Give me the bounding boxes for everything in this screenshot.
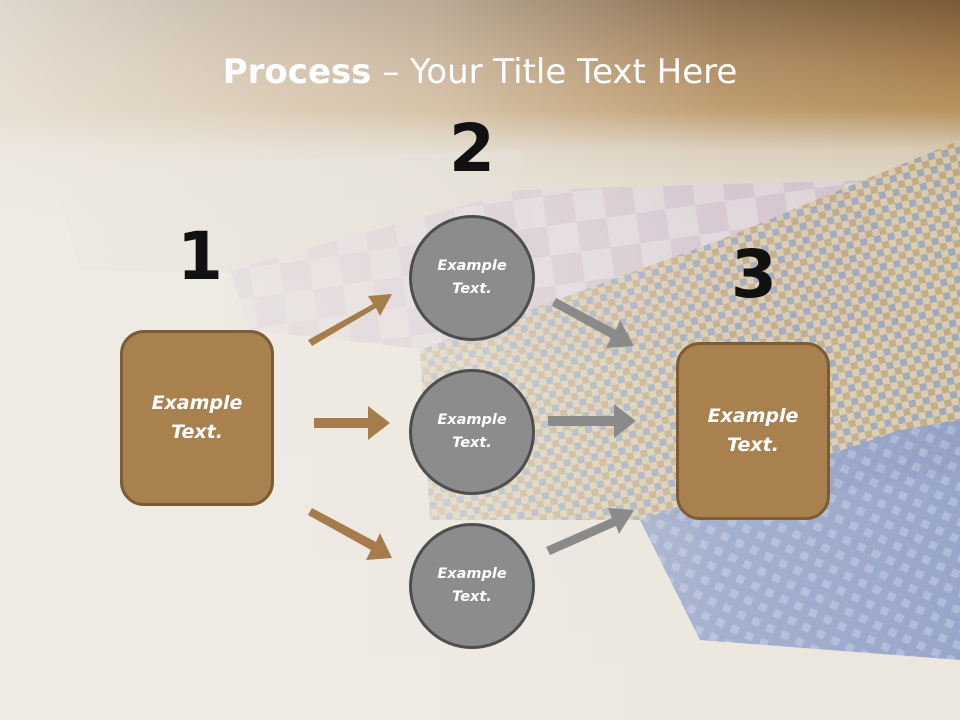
- step-1-box: Example Text.: [120, 330, 274, 506]
- step-number-3: 3: [731, 236, 777, 313]
- arrow-gray-down: [552, 298, 634, 348]
- circle-middle: Example Text.: [409, 369, 535, 495]
- arrow-brown-up: [308, 294, 392, 346]
- arrow-brown-down: [308, 508, 392, 560]
- title-rest: – Your Title Text Here: [371, 52, 738, 92]
- arrow-gray-up: [546, 508, 634, 555]
- step-1-text: Example Text.: [151, 392, 243, 443]
- slide-title: Process – Your Title Text Here: [0, 52, 960, 92]
- title-bold: Process: [222, 52, 372, 92]
- step-number-1: 1: [177, 218, 223, 295]
- arrow-gray-right: [548, 404, 636, 438]
- step-3-box: Example Text.: [676, 342, 830, 520]
- circle-top-text: Example Text.: [437, 258, 507, 297]
- step-number-2: 2: [449, 110, 495, 187]
- step-3-text: Example Text.: [707, 405, 799, 456]
- circle-middle-text: Example Text.: [437, 412, 507, 451]
- circle-bottom: Example Text.: [409, 523, 535, 649]
- circle-top: Example Text.: [409, 215, 535, 341]
- circle-bottom-text: Example Text.: [437, 566, 507, 605]
- arrow-brown-right: [314, 406, 390, 440]
